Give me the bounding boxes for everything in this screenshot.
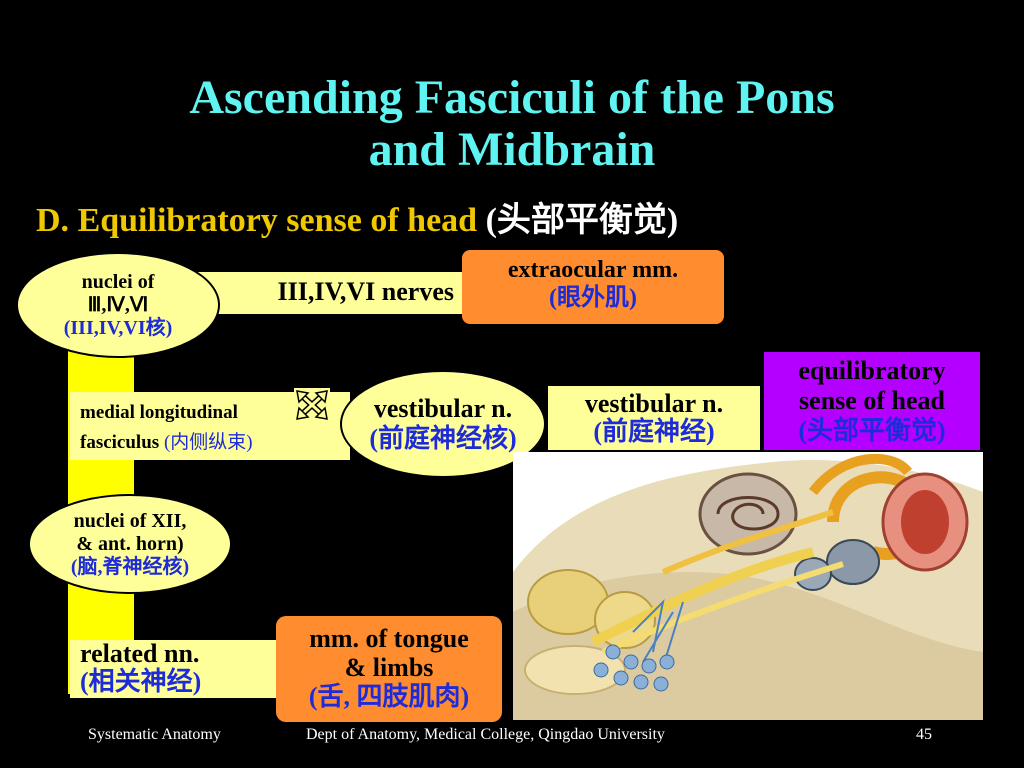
vestibular-nerve-line1: vestibular n. — [584, 389, 724, 418]
subtitle: D. Equilibratory sense of head (头部平衡觉) — [36, 192, 678, 241]
subtitle-chinese: (头部平衡觉) — [485, 202, 679, 239]
extraocular-line1: extraocular mm. — [507, 257, 679, 283]
footer-center: Dept of Anatomy, Medical College, Qingda… — [306, 726, 665, 743]
mlf-line1: medial longitudinal — [80, 402, 238, 423]
cross-arrows-icon — [294, 388, 330, 422]
title-line-2: and Midbrain — [368, 123, 656, 176]
nuclei-xii-ellipse: nuclei of XII, & ant. horn) (脑,脊神经核) — [28, 494, 232, 594]
inner-ear-illustration — [513, 452, 983, 720]
vestibular-nerve-line2: (前庭神经) — [593, 417, 715, 446]
subtitle-letter: D. — [36, 202, 70, 239]
mlf-line2-cn: (内侧纵束) — [163, 432, 253, 453]
tongue-limbs-box: mm. of tongue & limbs (舌, 四肢肌肉) — [276, 616, 502, 722]
extraocular-box: extraocular mm. (眼外肌) — [462, 250, 724, 324]
equilibratory-line3: (头部平衡觉) — [798, 416, 946, 445]
nuclei-top-line1: nuclei of — [81, 270, 155, 293]
vestibular-nucleus-line1: vestibular n. — [373, 394, 513, 423]
equilibratory-line2: sense of head — [799, 386, 945, 415]
nuclei-top-line3: (III,IV,VI核) — [63, 316, 173, 339]
footer-left: Systematic Anatomy — [88, 726, 221, 743]
nuclei-top-line2: Ⅲ,Ⅳ,Ⅵ — [87, 293, 149, 316]
related-bar: related nn. (相关神经) — [70, 640, 276, 698]
related-line1: related nn. — [80, 639, 200, 668]
title-line-1: Ascending Fasciculi of the Pons — [189, 71, 835, 124]
related-line2: (相关神经) — [80, 667, 202, 696]
nuclei-xii-line1: nuclei of XII, — [73, 509, 187, 532]
tongue-line1: mm. of tongue — [309, 624, 469, 653]
page-number: 45 — [916, 726, 932, 743]
vestibular-nucleus-ellipse: vestibular n. (前庭神经核) — [340, 370, 546, 478]
nuclei-xii-line2: & ant. horn) — [76, 532, 184, 555]
inner-ear-drawing — [513, 452, 983, 720]
mlf-line2: fasciculus — [80, 432, 160, 453]
tongue-line3: (舌, 四肢肌肉) — [308, 682, 470, 711]
nerves-label: III,IV,VI nerves — [277, 277, 455, 306]
tongue-line2: & limbs — [344, 653, 434, 682]
nerves-bar: III,IV,VI nerves — [190, 272, 462, 314]
subtitle-text: Equilibratory sense of head — [77, 202, 478, 239]
equilibratory-box: equilibratory sense of head (头部平衡觉) — [762, 350, 982, 452]
mlf-line2-wrap: fasciculus (内侧纵束) — [80, 428, 350, 458]
slide-title: Ascending Fasciculi of the Pons and Midb… — [0, 72, 1024, 176]
extraocular-line2: (眼外肌) — [549, 285, 637, 311]
vestibular-nerve-box: vestibular n. (前庭神经) — [546, 384, 762, 452]
equilibratory-line1: equilibratory — [798, 356, 946, 385]
vestibular-nucleus-line2: (前庭神经核) — [369, 424, 517, 453]
nuclei-xii-line3: (脑,脊神经核) — [70, 555, 190, 578]
nuclei-iii-iv-vi-ellipse: nuclei of Ⅲ,Ⅳ,Ⅵ (III,IV,VI核) — [16, 252, 220, 358]
